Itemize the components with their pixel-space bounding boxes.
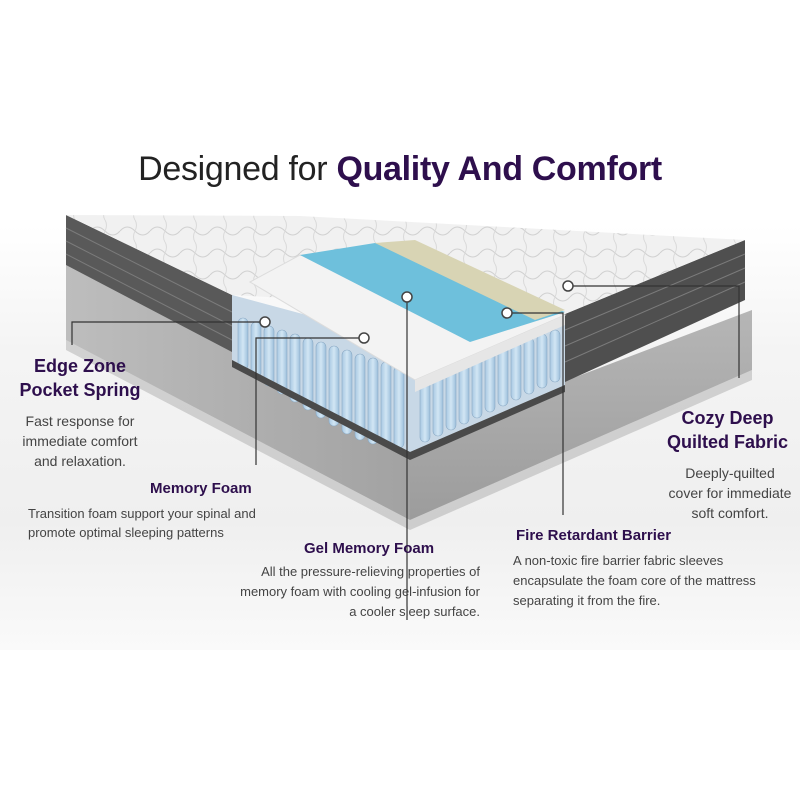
feature-desc-fire-retardant: A non-toxic fire barrier fabric sleeves … xyxy=(513,553,756,608)
dot-edge-zone xyxy=(259,316,271,328)
callout-dots xyxy=(259,280,574,344)
feature-desc-quilted-fabric: Deeply-quilted cover for immediate soft … xyxy=(668,465,792,521)
feature-desc-edge-zone: Fast response for immediate comfort and … xyxy=(22,413,138,469)
dot-gel-memory-foam xyxy=(401,291,413,303)
dot-fire-retardant xyxy=(501,307,513,319)
dot-quilted-fabric xyxy=(562,280,574,292)
title-bold: Quality And Comfort xyxy=(336,150,662,188)
dot-memory-foam xyxy=(358,332,370,344)
title-light: Designed for xyxy=(138,150,328,188)
feature-title-edge-zone: Edge Zone Pocket Spring xyxy=(19,356,141,400)
feature-title-memory-foam: Memory Foam xyxy=(150,480,252,497)
page-title: Designed for Quality And Comfort xyxy=(0,150,800,189)
feature-desc-memory-foam: Transition foam support your spinal and … xyxy=(28,506,256,540)
feature-title-fire-retardant: Fire Retardant Barrier xyxy=(516,527,672,544)
callout-lines xyxy=(71,285,740,620)
feature-desc-gel-memory-foam: All the pressure-relieving properties of… xyxy=(240,564,480,619)
feature-title-gel-memory-foam: Gel Memory Foam xyxy=(304,540,435,557)
feature-title-quilted-fabric: Cozy Deep Quilted Fabric xyxy=(666,408,789,452)
foundation-base xyxy=(66,262,752,530)
